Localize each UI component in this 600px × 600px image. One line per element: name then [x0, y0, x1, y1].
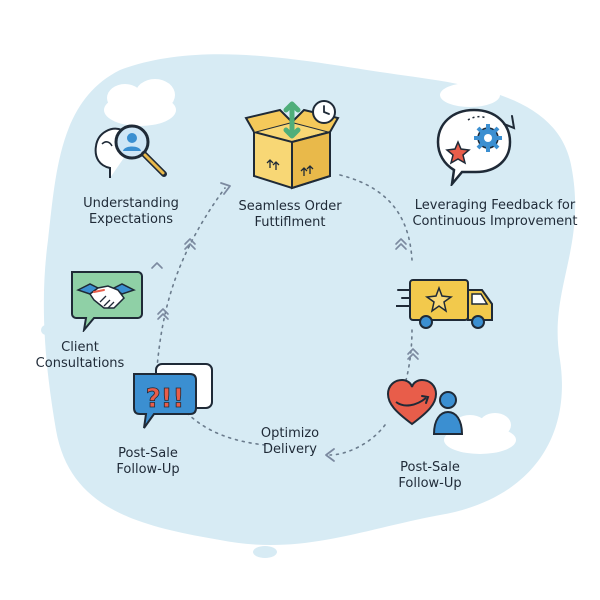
node-feedback-icon [434, 106, 518, 186]
label-line: Follow-Up [116, 462, 180, 477]
handshake-chat-icon [71, 271, 143, 332]
node-followup-right-label: Post-Sale Follow-Up [365, 460, 495, 492]
node-understanding-label: Understanding Expectations [66, 196, 196, 228]
node-understanding-icon [88, 120, 174, 182]
label-line: Expectations [88, 212, 174, 227]
node-followup-right-icon [386, 376, 470, 438]
chevron-up-icon [151, 262, 163, 269]
alert-chat-icon: ?!! [133, 363, 213, 429]
label-line: Client [61, 340, 99, 355]
chevron-up-icon [395, 238, 407, 250]
node-feedback-label: Leveraging Feedback for Continuous Impro… [405, 198, 585, 230]
label-line: Leveraging Feedback for [414, 198, 576, 213]
delivery-truck-icon [396, 279, 493, 329]
feedback-bubble-icon [436, 108, 516, 186]
label-line: Continuous Improvement [412, 214, 578, 229]
cycle-path [329, 424, 386, 456]
label-line: Understanding [83, 196, 179, 211]
label-line: Delivery [263, 442, 317, 457]
heart-user-icon [386, 378, 464, 435]
node-delivery-truck-icon [396, 276, 494, 334]
blob-blip-left [41, 325, 51, 335]
node-followup-left-label: Post-Sale Follow-Up [88, 446, 208, 478]
label-line: Consultations [35, 356, 125, 371]
node-fulfillment-icon [244, 98, 340, 190]
cycle-path [394, 329, 413, 406]
alert-chat-marks: ?!! [146, 384, 185, 414]
blob-blip-bottom [253, 546, 277, 558]
label-line: Futtiflment [254, 215, 326, 230]
arrow-head [325, 448, 335, 462]
open-box-icon [244, 100, 340, 190]
blob-blip-right [514, 264, 526, 276]
blob-blip-top [225, 60, 265, 80]
cloud-top-left [104, 79, 176, 126]
cloud-top-right [440, 74, 500, 107]
arrow-head [220, 182, 231, 195]
chevron-up-icon [407, 348, 419, 360]
search-person-icon [94, 124, 167, 178]
label-line: Seamless Order [238, 199, 342, 214]
label-line: Optimizo [260, 426, 320, 441]
node-fulfillment-label: Seamless Order Futtiflment [225, 199, 355, 231]
label-line: Follow-Up [398, 476, 462, 491]
label-line: Post-Sale [118, 446, 178, 461]
node-consultations-label: Client Consultations [20, 340, 140, 372]
node-consultations-icon [68, 268, 144, 332]
chevron-up-icon [184, 238, 196, 250]
node-followup-left-icon: ?!! [132, 362, 216, 434]
chevron-up-icon [157, 308, 169, 320]
cycle-path [339, 174, 413, 261]
node-optimize-label: Optimizo Delivery [230, 426, 350, 458]
label-line: Post-Sale [400, 460, 460, 475]
